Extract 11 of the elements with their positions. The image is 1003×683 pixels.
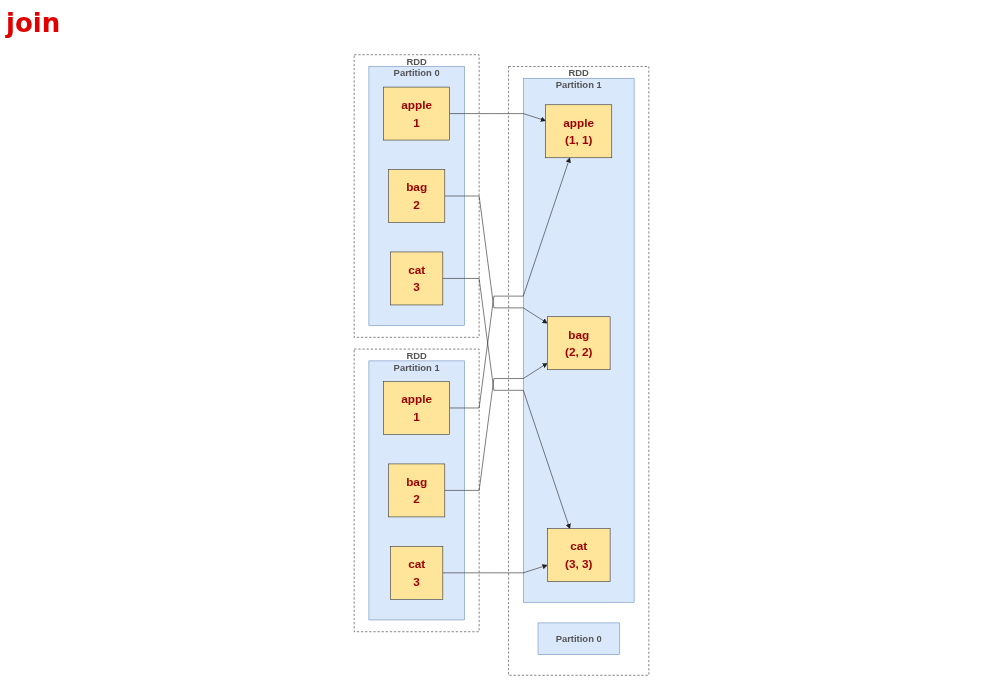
node-box: Partition 0	[537, 622, 620, 655]
node-box: bag 2	[388, 463, 446, 518]
node-box: apple 1	[383, 381, 450, 435]
node-box: bag 2	[388, 169, 446, 223]
node-box: apple 1	[383, 86, 450, 141]
node-box: cat 3	[390, 251, 444, 306]
node-box: apple (1, 1)	[545, 104, 613, 159]
diagram-title: join	[6, 8, 61, 38]
node-box: cat 3	[390, 546, 444, 600]
node-box: bag (2, 2)	[547, 316, 611, 370]
node-box: cat (3, 3)	[547, 528, 611, 582]
